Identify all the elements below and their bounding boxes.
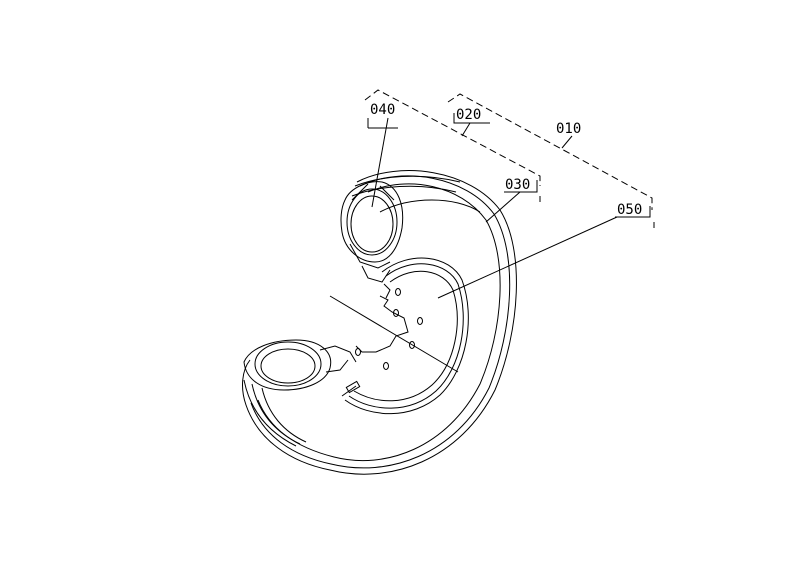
callout-labels: 040 020 010 030 050 [370, 102, 642, 218]
callout-030: 030 [505, 177, 530, 193]
inner-tube-lower [254, 341, 322, 387]
assembly-group-brackets [364, 89, 653, 210]
group-bracket-020 [364, 89, 541, 186]
axle-centre-line [329, 295, 459, 373]
tire-outline [242, 170, 517, 475]
callout-050: 050 [617, 202, 642, 218]
rim-disc [341, 257, 469, 415]
lower-tire-section [243, 339, 357, 391]
callout-010: 010 [556, 121, 581, 137]
callout-leaders [367, 113, 655, 299]
valve-stem [345, 380, 361, 394]
inner-tube-upper [346, 188, 398, 256]
upper-tire-section [340, 181, 404, 283]
callout-020: 020 [456, 107, 481, 123]
group-bracket-010 [447, 93, 653, 210]
callout-040: 040 [370, 102, 395, 118]
